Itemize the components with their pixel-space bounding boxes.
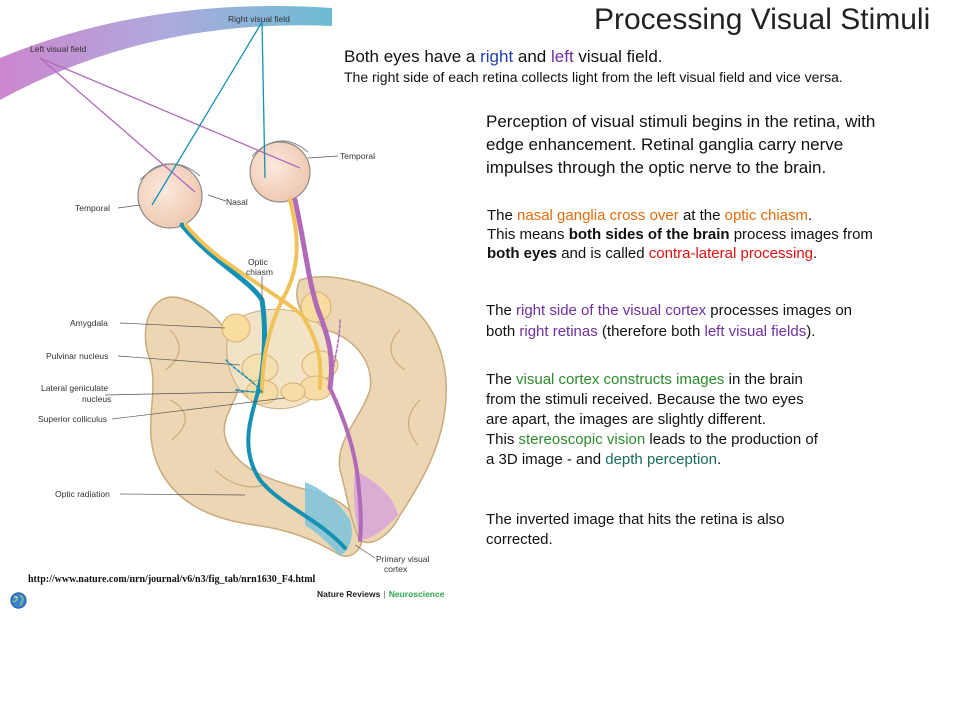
cortex-paragraph: The right side of the visual cortex proc… <box>486 302 853 340</box>
label-amygdala: Amygdala <box>70 318 108 328</box>
label-lgn-1: Lateral geniculate <box>41 383 108 393</box>
label-pulvinar: Pulvinar nucleus <box>46 351 108 361</box>
label-primary-visual-2: cortex <box>384 564 408 574</box>
label-left-visual-field: Left visual field <box>30 44 86 54</box>
lgn-right <box>299 375 333 401</box>
label-lgn-2: nucleus <box>82 394 111 404</box>
left-eye <box>137 163 203 229</box>
amygdala-left <box>221 313 251 343</box>
intro-line-2: The right side of each retina collects l… <box>344 69 843 85</box>
label-superior-colliculus: Superior colliculus <box>38 414 107 424</box>
stereo-paragraph: The visual cortex constructs images in t… <box>486 371 818 468</box>
inverted-paragraph: The inverted image that hits the retina … <box>486 511 785 548</box>
label-temporal-left: Temporal <box>75 203 110 213</box>
intro-line-1: Both eyes have a right and left visual f… <box>344 47 663 66</box>
label-optic-chiasm-2: chiasm <box>246 267 273 277</box>
globe-icon[interactable] <box>10 592 27 609</box>
slide-title: Processing Visual Stimuli <box>594 3 931 36</box>
source-url[interactable]: http://www.nature.com/nrn/journal/v6/n3/… <box>28 574 316 585</box>
label-optic-chiasm-1: Optic <box>248 257 269 267</box>
label-optic-radiation: Optic radiation <box>55 489 110 499</box>
intro-block: Both eyes have a right and left visual f… <box>344 45 843 86</box>
image-credit: Nature Reviews|Neuroscience <box>317 589 445 599</box>
optic-pathways <box>179 197 363 550</box>
visual-cortex-purple <box>353 470 398 540</box>
visual-cortex-teal <box>305 482 352 556</box>
retina-paragraph: Perception of visual stimuli begins in t… <box>486 112 876 177</box>
label-right-visual-field: Right visual field <box>228 14 290 24</box>
chiasm-paragraph: The nasal ganglia cross over at the opti… <box>487 207 873 262</box>
colliculus-left <box>280 382 306 402</box>
brain-section <box>144 276 447 557</box>
label-temporal-right: Temporal <box>340 151 375 161</box>
visual-pathway-diagram: Left visual field Right visual field Tem… <box>0 6 447 574</box>
label-nasal: Nasal <box>226 197 248 207</box>
visual-field-band <box>0 6 332 100</box>
label-primary-visual-1: Primary visual <box>376 554 429 564</box>
light-rays <box>39 21 301 206</box>
